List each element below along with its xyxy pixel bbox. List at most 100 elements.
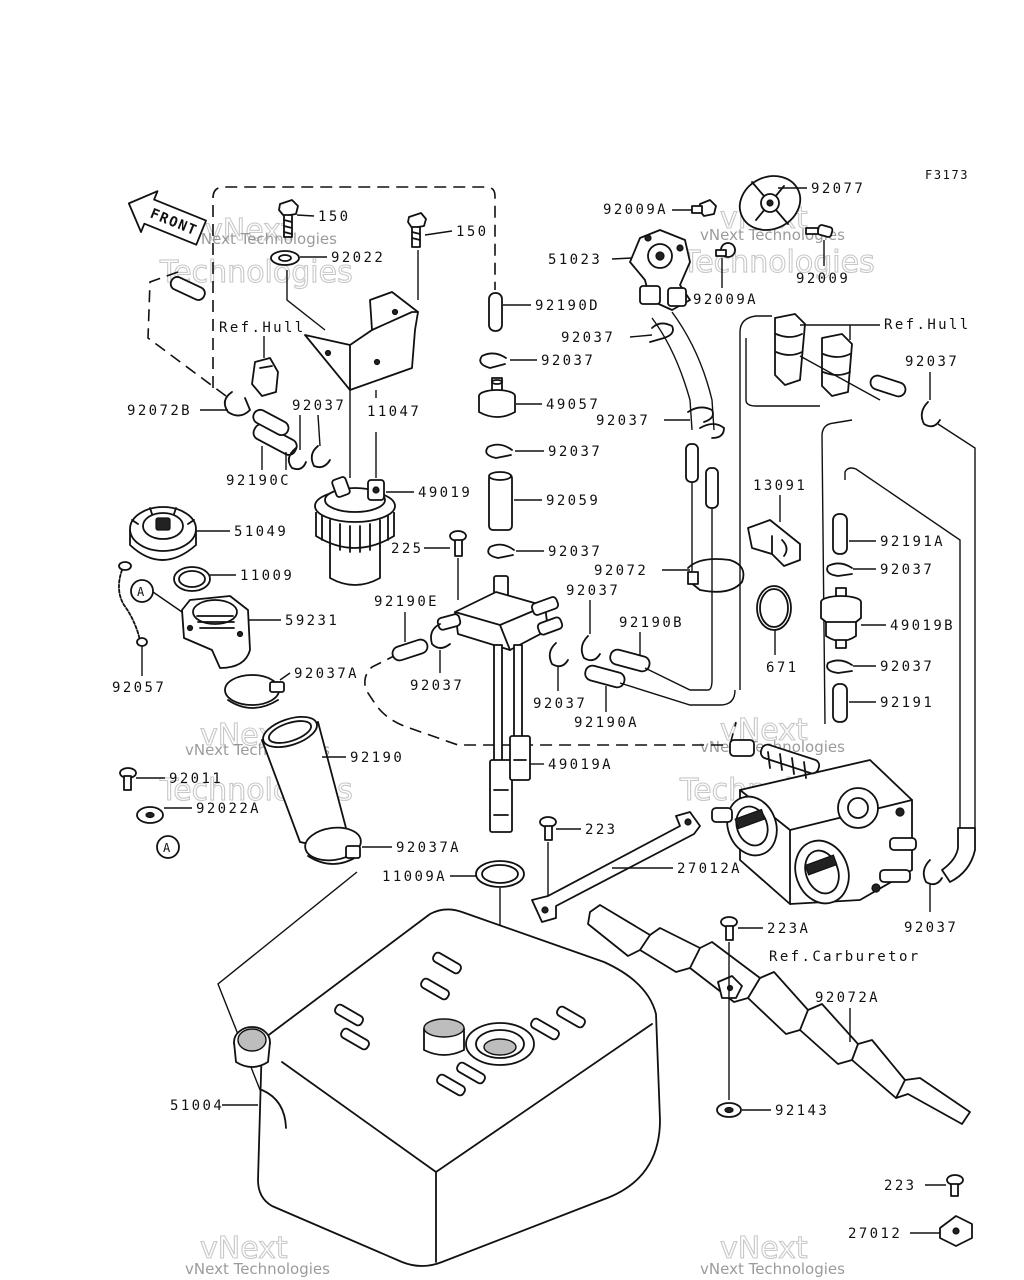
callout-label: 223 — [585, 822, 618, 838]
clip-92037-part — [487, 543, 515, 559]
callout-label: 92190B — [619, 615, 684, 631]
bracket-27012a-part — [531, 811, 701, 923]
clip-92037-part — [485, 443, 513, 459]
callout-label: 223A — [767, 921, 810, 937]
callout-label: 92190A — [574, 715, 639, 731]
callout-label: 92059 — [546, 493, 600, 509]
hose-line — [739, 315, 772, 333]
callout-label: 27012A — [677, 861, 742, 877]
elbow-hose-part — [941, 827, 976, 883]
hose-92190e-part — [391, 638, 429, 662]
chain-92057-part — [118, 561, 148, 647]
hose-92190a-part — [584, 664, 626, 689]
callout-label: 27012 — [848, 1226, 902, 1242]
hose-line — [619, 682, 736, 706]
clip-92037-part — [430, 623, 601, 668]
hose-92191-part — [832, 683, 848, 723]
band-92072-part — [687, 558, 745, 593]
hose-92190d-part — [488, 292, 503, 332]
washer-92022a-part — [136, 806, 164, 824]
callout-labels: 150 150 92022 92190D 92009A 92077 51023 … — [112, 181, 968, 1242]
callout-label: 49057 — [546, 397, 600, 413]
washer-92022-part — [270, 250, 300, 266]
callout-label: 92037 — [548, 444, 602, 460]
washer-92143-part — [716, 1102, 742, 1118]
plate-27012-part — [939, 1215, 973, 1247]
watermark-text: vNext Technologies — [192, 230, 337, 248]
callout-label: 51049 — [234, 524, 288, 540]
watermark-text: vNext Technologies — [185, 1260, 330, 1278]
callout-label: 92022A — [196, 801, 261, 817]
callout-label: 92037 — [566, 583, 620, 599]
screw-223-part — [946, 1174, 964, 1197]
callout-label: 92191A — [880, 534, 945, 550]
watermark-big: vNext — [720, 1231, 808, 1266]
callout-label: Ref.Carburetor — [769, 949, 921, 965]
callout-label: 92037 — [596, 413, 650, 429]
clamp-92072b-part — [223, 391, 251, 417]
fuel-filter-49019-part — [314, 476, 396, 586]
hose-line — [644, 505, 713, 691]
fuel-valve-51023-part — [629, 229, 691, 311]
callout-label: 11009A — [382, 869, 447, 885]
carburetor-part — [711, 739, 917, 905]
callout-label: 13091 — [753, 478, 807, 494]
leader-line — [152, 591, 183, 613]
callout-label: 150 — [456, 224, 489, 240]
marker-a-label: A — [137, 585, 146, 599]
hose-part — [869, 374, 907, 398]
hose-92190b-part — [609, 648, 651, 673]
hose-line — [671, 311, 715, 431]
leader-line — [349, 390, 377, 478]
filter-49019b-part — [820, 587, 862, 649]
callout-label: 92011 — [169, 771, 223, 787]
callout-label: 92143 — [775, 1103, 829, 1119]
callout-label: 92037 — [905, 354, 959, 370]
callout-label: 150 — [318, 209, 351, 225]
callout-label: 92037 — [541, 353, 595, 369]
hose-line — [844, 467, 961, 828]
clip-92037-part — [479, 352, 507, 369]
callout-label: 51023 — [548, 252, 602, 268]
filter-49057-part — [478, 377, 516, 418]
marker-a: A — [156, 835, 180, 859]
callout-label: 92037 — [880, 659, 934, 675]
band-92072a-part — [587, 904, 971, 1125]
dashed-routing-lines — [147, 186, 737, 746]
clip-13091-part — [747, 519, 801, 567]
callout-label: 92009A — [693, 292, 758, 308]
callout-label: 92072 — [594, 563, 648, 579]
callout-label: 51004 — [170, 1098, 224, 1114]
leader-lines — [136, 187, 946, 1234]
callout-label: 11009 — [240, 568, 294, 584]
clamp-92037a-part — [224, 674, 285, 709]
filler-neck-59231-part — [181, 595, 251, 669]
hose-line — [799, 355, 881, 401]
callout-label: 92077 — [811, 181, 865, 197]
callout-label: 92191 — [880, 695, 934, 711]
knob-92077-part — [738, 175, 802, 231]
hose-line — [821, 419, 853, 725]
clamp-92037a-part — [304, 826, 362, 865]
marker-a: A — [130, 579, 154, 603]
hose-92191a-part — [832, 513, 848, 555]
watermark-text: vNext Technologies — [700, 1260, 845, 1278]
clip-92037-part — [649, 322, 725, 439]
callout-label: 225 — [391, 541, 424, 557]
hull-clip-part — [774, 313, 853, 397]
clip-92037-part — [922, 859, 943, 886]
callout-label: 92190 — [350, 750, 404, 766]
oring-671-part — [756, 585, 792, 631]
clip-92037-part — [920, 401, 941, 428]
callout-label: 92037 — [880, 562, 934, 578]
front-arrow-icon: FRONT — [127, 190, 207, 246]
callout-label: 11047 — [367, 404, 421, 420]
callout-label: 49019B — [890, 618, 955, 634]
hose-92059-part — [488, 471, 513, 531]
callout-label: 92022 — [331, 250, 385, 266]
leader-line — [286, 250, 419, 331]
hose-line — [937, 423, 976, 828]
clip-92037-part — [287, 445, 331, 471]
callout-label: 92072B — [127, 403, 192, 419]
